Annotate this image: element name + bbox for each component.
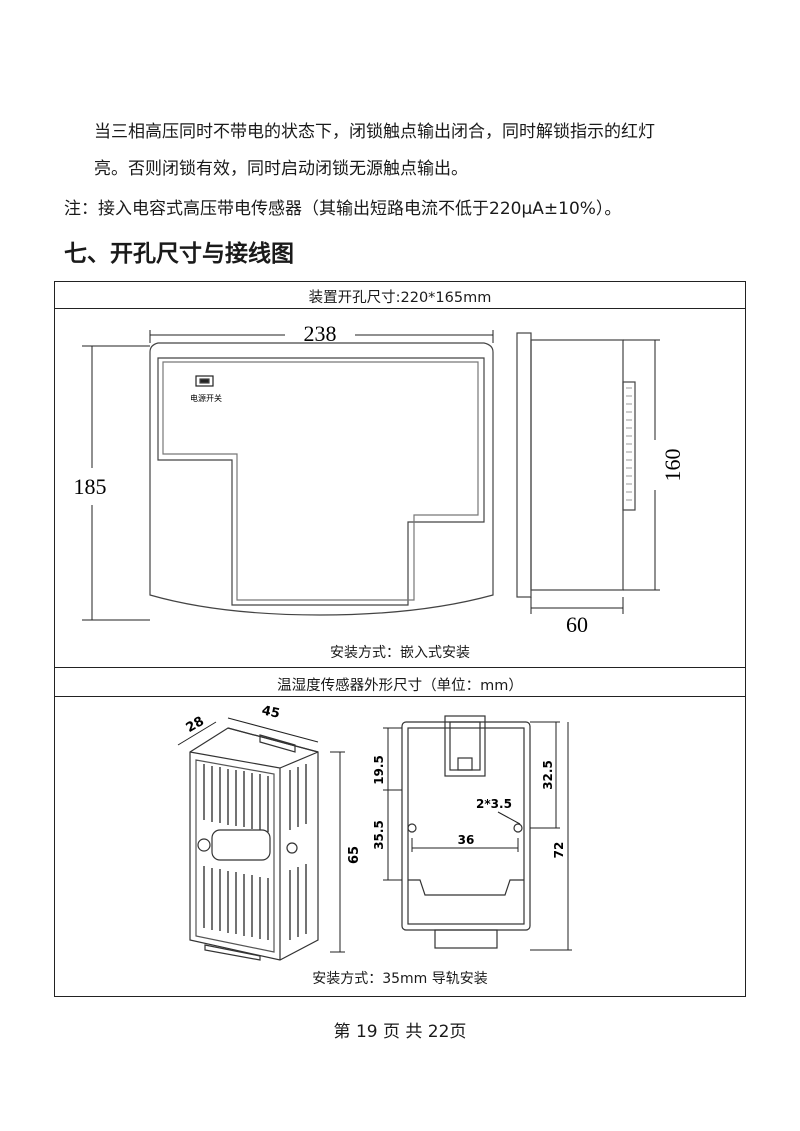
dim-32-5: 32.5 (541, 760, 555, 790)
panel2-caption: 安装方式：35mm 导轨安装 (312, 971, 488, 987)
body-line-2: 亮。否则闭锁有效，同时启动闭锁无源触点输出。 (94, 159, 468, 179)
sensor-front-view (401, 715, 531, 949)
front-dimensions (383, 721, 572, 951)
iso-dimensions (177, 717, 345, 953)
figure-table (54, 281, 746, 997)
dim-hole: 2*3.5 (476, 797, 512, 811)
dim-35-5: 35.5 (372, 820, 386, 850)
section-divider (54, 667, 746, 668)
note-line: 注：接入电容式高压带电传感器（其输出短路电流不低于220μA±10%）。 (64, 199, 622, 219)
dim-72: 72 (552, 842, 566, 859)
panel1-header: 装置开孔尺寸:220*165mm (308, 290, 492, 306)
dim-36: 36 (458, 833, 475, 847)
page-footer: 第 19 页 共 22页 (333, 1022, 467, 1042)
device-front-view (149, 342, 494, 616)
panel2-header: 温湿度传感器外形尺寸（单位：mm） (277, 678, 523, 694)
panel1-caption: 安装方式：嵌入式安装 (330, 645, 470, 661)
width-dimension (149, 330, 494, 343)
dim-45: 45 (260, 703, 281, 721)
dim-238: 238 (304, 321, 337, 346)
dim-65: 65 (347, 846, 362, 864)
power-switch-label: 电源开关 (190, 393, 222, 403)
dim-60: 60 (566, 612, 588, 637)
device-side-view (516, 332, 636, 598)
body-line-1: 当三相高压同时不带电的状态下，闭锁触点输出闭合，同时解锁指示的红灯 (94, 122, 655, 142)
header-divider-1 (54, 308, 746, 309)
side-height-dimension (623, 339, 660, 591)
sensor-isometric-view (189, 727, 319, 961)
dim-185: 185 (74, 474, 107, 499)
dim-160: 160 (660, 449, 685, 482)
dim-19-5: 19.5 (372, 755, 386, 785)
header-divider-2 (54, 696, 746, 697)
depth-dimension (530, 597, 624, 614)
height-dimension (82, 345, 150, 621)
dim-28: 28 (184, 714, 207, 736)
section-title: 七、开孔尺寸与接线图 (64, 241, 294, 267)
